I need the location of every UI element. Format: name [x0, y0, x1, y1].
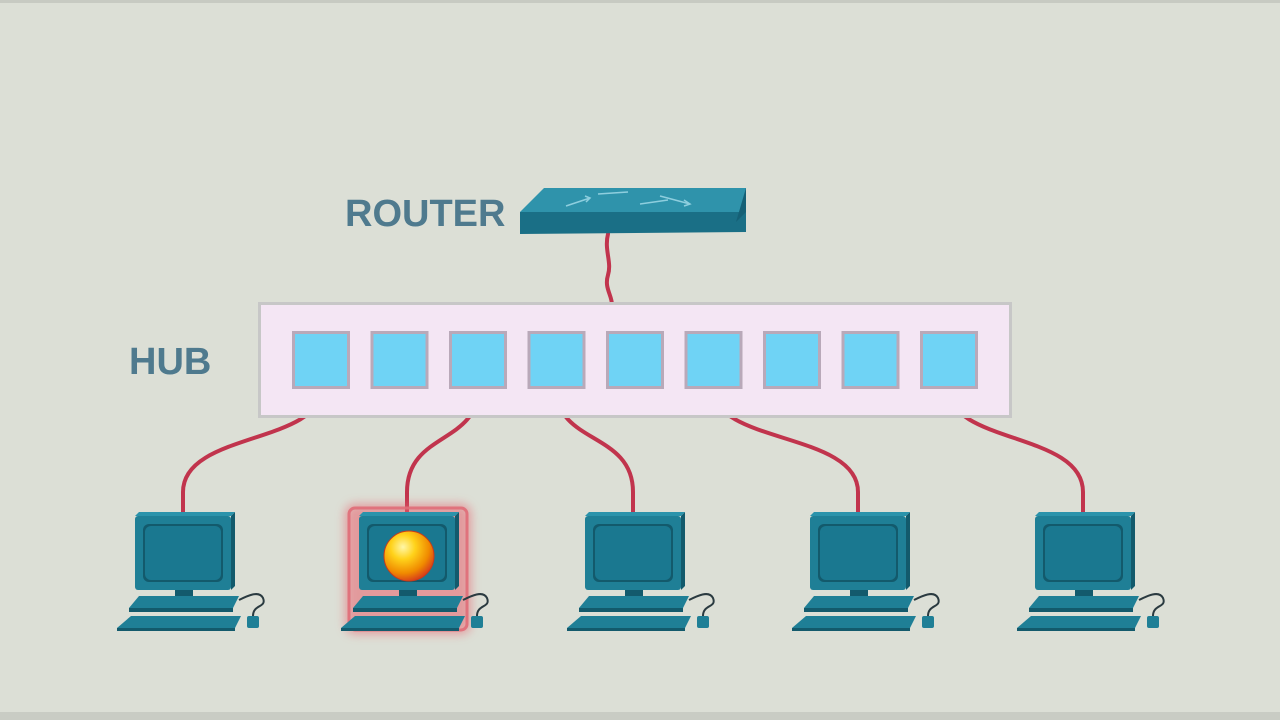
top-edge: [0, 0, 1280, 3]
router-hub-cable: [604, 232, 614, 307]
hub-port: [763, 331, 821, 389]
bottom-edge: [0, 712, 1280, 720]
hub-port: [920, 331, 978, 389]
hub-ports: [292, 331, 978, 389]
hub-icon: [258, 302, 1012, 418]
hub-port: [841, 331, 900, 389]
desktop-computer-icon: [792, 512, 940, 631]
computers: [117, 504, 1165, 634]
hub-label: HUB: [129, 341, 211, 383]
hub-port: [684, 331, 743, 389]
desktop-computer-icon: [117, 512, 265, 631]
desktop-computer-icon: [341, 504, 489, 634]
hub-port: [370, 331, 429, 389]
hub-port: [292, 331, 350, 389]
data-packet-icon: [383, 530, 435, 582]
hub-port: [449, 331, 507, 389]
router-label: ROUTER: [345, 193, 505, 235]
desktop-computer-icon: [1017, 512, 1165, 631]
hub-port: [606, 331, 664, 389]
desktop-computer-icon: [567, 512, 715, 631]
router-icon: [520, 188, 746, 234]
hub-port: [527, 331, 586, 389]
